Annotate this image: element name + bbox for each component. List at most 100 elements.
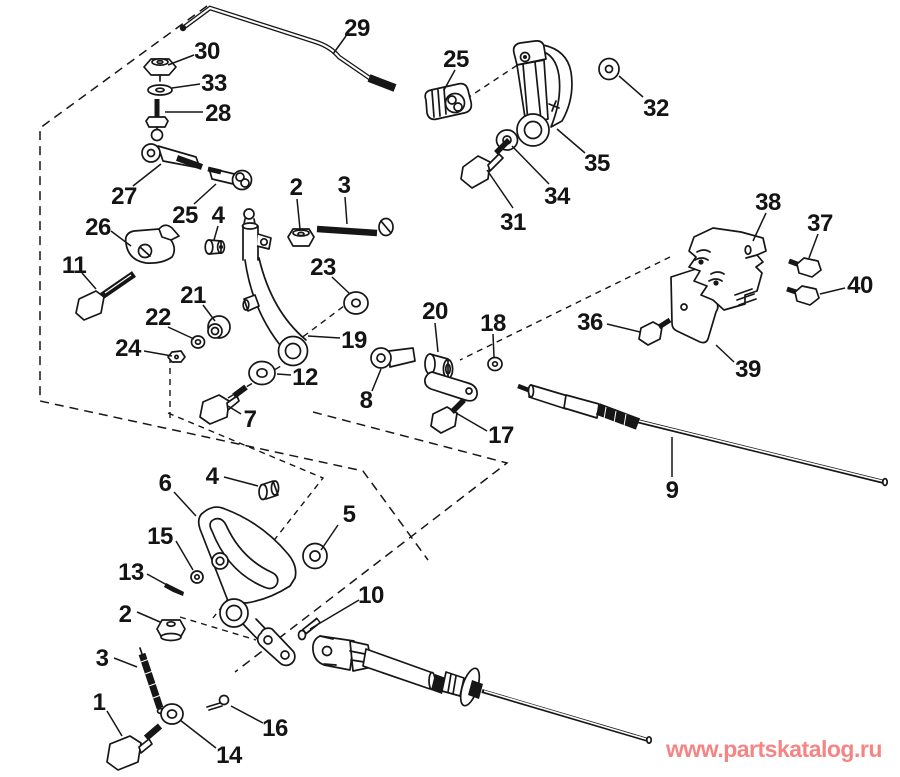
part-40-bolt [786, 285, 820, 306]
part-label-3: 3 [96, 645, 109, 672]
part-6-quadrant [197, 506, 297, 667]
leader-line-15 [175, 540, 194, 571]
part-9-cable [517, 383, 889, 487]
leader-line-14 [179, 719, 217, 749]
part-20-roller-link [424, 353, 478, 402]
leader-line-8 [371, 368, 382, 392]
part-label-28: 28 [205, 100, 231, 127]
leader-line-2 [296, 198, 301, 230]
leader-line-6 [173, 491, 197, 517]
leader-line-4 [223, 476, 259, 487]
part-label-18: 18 [480, 310, 506, 337]
part-28-stud [145, 99, 169, 142]
part-label-22: 22 [145, 304, 171, 331]
part-14-washer [160, 703, 184, 725]
leader-line-16 [230, 705, 264, 724]
part-label-29: 29 [344, 15, 370, 42]
leader-line-24 [143, 350, 173, 357]
lower-cable-assembly [312, 635, 653, 745]
part-24-nut [167, 350, 186, 363]
part-17-bolt [430, 398, 466, 434]
part-32-washer [598, 57, 620, 81]
part-12-washer [248, 360, 276, 386]
part-26-retainer [124, 224, 180, 264]
leader-line-10 [309, 599, 360, 630]
leader-line-7 [227, 405, 242, 415]
part-label-32: 32 [643, 95, 669, 122]
part-38-bracket [688, 227, 767, 311]
part-10-pin [297, 617, 322, 641]
part-label-20: 20 [422, 298, 448, 325]
watermark-text: www.partskatalog.ru [665, 736, 882, 762]
part-31-bolt [460, 138, 511, 189]
leader-line-27 [132, 163, 162, 187]
part-label-31: 31 [500, 209, 526, 236]
leader-line-12 [276, 373, 292, 376]
part-7-bolt [199, 384, 248, 425]
part-22-washer [190, 335, 206, 349]
leader-line-39 [715, 344, 735, 363]
part-label-39: 39 [735, 356, 761, 383]
part-21-bushing [207, 294, 260, 339]
leader-line-4 [213, 225, 219, 241]
part-30-nut [143, 57, 177, 82]
leader-line-13 [146, 573, 168, 586]
part-label-10: 10 [358, 582, 384, 609]
part-2-nut-lower [156, 619, 186, 642]
part-36-bolt [638, 317, 672, 346]
leader-line-21 [202, 304, 216, 322]
part-label-4: 4 [212, 202, 226, 229]
part-label-33: 33 [201, 70, 227, 97]
leader-line-1 [106, 710, 123, 737]
part-label-2: 2 [290, 174, 303, 201]
part-15-washer [190, 570, 204, 584]
leader-line-18 [492, 333, 495, 358]
part-label-4: 4 [206, 463, 220, 490]
leader-line-29 [332, 35, 347, 55]
part-label-36: 36 [577, 309, 603, 336]
leader-line-5 [320, 524, 339, 551]
leader-line-23 [331, 276, 351, 295]
leader-line-26 [110, 230, 132, 247]
part-label-6: 6 [159, 470, 172, 497]
part-label-21: 21 [180, 282, 206, 309]
part-19-lever-arm [241, 208, 309, 367]
part-13-pin [164, 583, 184, 596]
leader-line-35 [556, 128, 586, 154]
leader-line-25 [193, 183, 217, 205]
leader-line-17 [455, 412, 488, 432]
leader-line-32 [618, 75, 644, 98]
part-25-clevis-upper [424, 82, 473, 121]
part-label-38: 38 [755, 189, 781, 216]
part-label-40: 40 [847, 272, 873, 299]
part-4-bushing-upper [204, 239, 226, 255]
part-33-washer [147, 84, 173, 96]
part-label-17: 17 [488, 422, 514, 449]
part-label-5: 5 [343, 501, 356, 528]
part-label-9: 9 [666, 477, 679, 504]
part-4-bushing-lower [258, 480, 280, 501]
leader-line-22 [167, 326, 195, 340]
leader-line-19 [307, 335, 341, 339]
leader-line-36 [606, 323, 641, 333]
part-8-swivel-link [370, 347, 416, 369]
part-label-11: 11 [62, 252, 87, 279]
part-label-25: 25 [172, 202, 198, 229]
part-25-link-rod-end-left [207, 166, 253, 191]
part-16-cotter-pin [206, 694, 230, 711]
leader-line-31 [486, 169, 514, 209]
part-18-washer [487, 356, 503, 372]
leader-line-30 [167, 54, 195, 66]
leader-line-3 [344, 196, 348, 225]
leader-line-11 [81, 272, 97, 290]
part-label-8: 8 [360, 387, 373, 414]
leader-line-38 [752, 212, 767, 242]
part-27-link-rod-end [141, 143, 204, 170]
part-29-shift-rod [179, 5, 397, 92]
part-1-bolt [106, 723, 163, 771]
part-label-34: 34 [544, 183, 571, 210]
leader-line-20 [434, 322, 439, 353]
